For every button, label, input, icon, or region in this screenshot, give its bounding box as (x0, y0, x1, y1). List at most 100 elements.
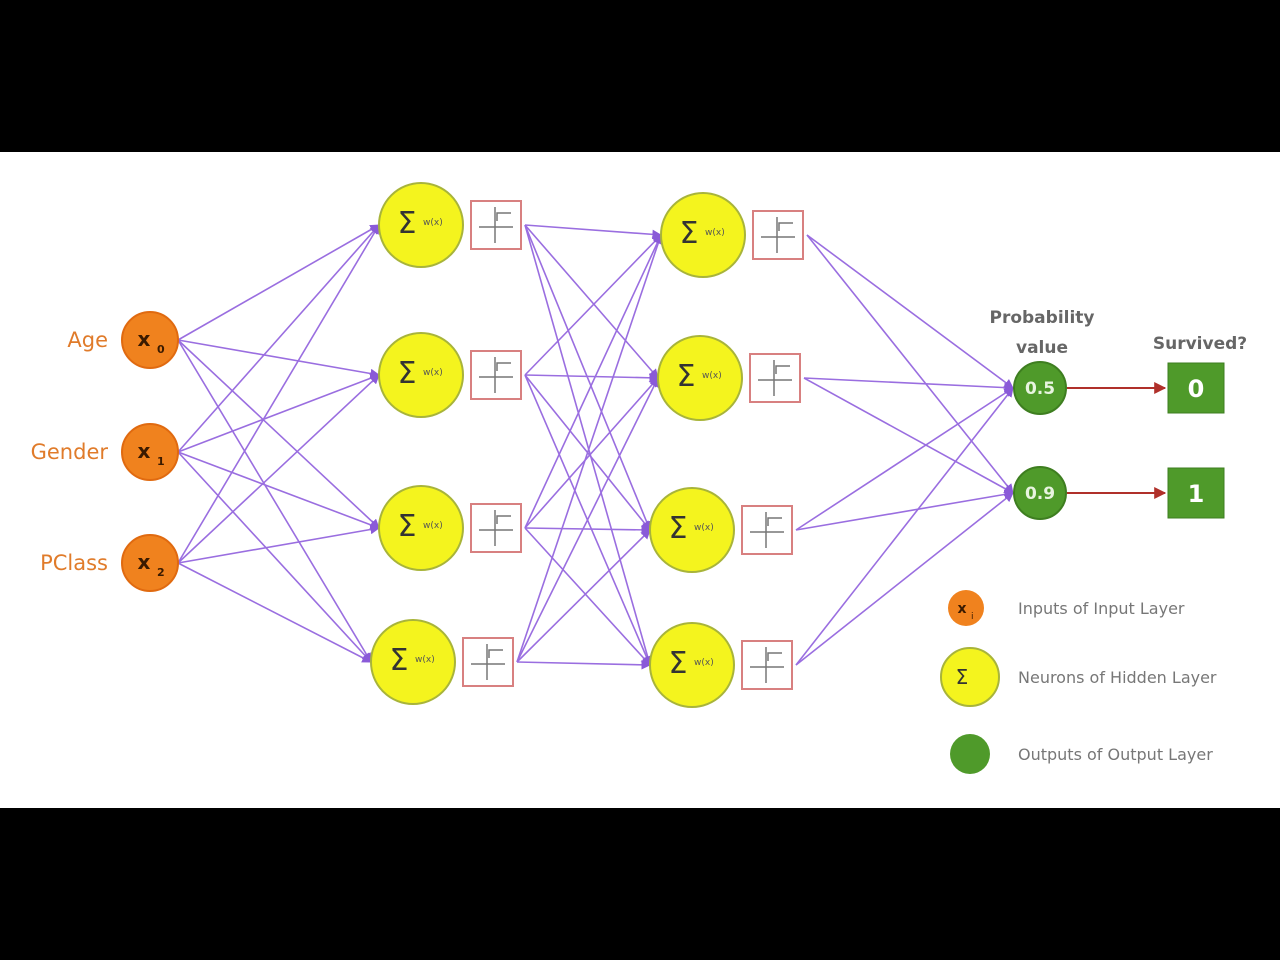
activation-box (470, 503, 522, 553)
neuron-function: w(x) (423, 218, 443, 228)
sigma-symbol: Σ (390, 643, 409, 678)
sigma-symbol: Σ (398, 206, 417, 241)
activation-box (741, 640, 793, 690)
step-function-icon (775, 365, 790, 374)
probability-value: 0.9 (1025, 484, 1055, 504)
activation-box (470, 350, 522, 400)
neuron-function: w(x) (694, 658, 714, 668)
probability-value: 0.5 (1025, 379, 1055, 399)
connection-edge (177, 524, 380, 564)
connection-edge (177, 374, 380, 564)
legend-input-symbol: x (957, 601, 966, 617)
connection-edge (524, 224, 662, 240)
connection-edge (524, 224, 659, 379)
survived-header: Survived? (1153, 334, 1247, 354)
connection-edge (177, 224, 380, 341)
legend-label: Outputs of Output Layer (1018, 745, 1213, 764)
output-node (1013, 466, 1067, 520)
input-symbol: x (138, 550, 151, 574)
connection-edge (795, 387, 1014, 666)
input-label-gender: Gender (31, 440, 109, 464)
legend-label: Neurons of Hidden Layer (1018, 668, 1217, 687)
step-function-icon (496, 362, 511, 371)
legend-input-sub: i (971, 612, 974, 622)
input-symbol: x (138, 327, 151, 351)
hidden-neuron (657, 335, 743, 421)
neuron-function: w(x) (702, 371, 722, 381)
input-label-pclass: PClass (40, 551, 108, 575)
legend-output-icon (950, 734, 990, 774)
sigma-symbol: Σ (669, 646, 688, 681)
connection-edge (516, 234, 663, 663)
sigma-symbol: Σ (398, 356, 417, 391)
connection-edge (516, 660, 651, 670)
input-subscript: 1 (157, 455, 165, 468)
hidden-neuron (649, 622, 735, 708)
connection-edge (795, 387, 1014, 531)
step-function-icon (767, 517, 782, 526)
activation-box (752, 210, 804, 260)
activation-box (749, 353, 801, 403)
survived-box (1167, 467, 1225, 519)
connection-edge (806, 234, 1014, 494)
connection-edge (524, 224, 653, 666)
sigma-symbol: Σ (680, 216, 699, 251)
connection-edge (177, 562, 372, 663)
hidden-neuron (649, 487, 735, 573)
hidden-neuron (378, 182, 464, 268)
survived-value: 1 (1188, 480, 1205, 508)
connection-edge (524, 527, 651, 666)
step-function-icon (496, 212, 511, 221)
input-label-age: Age (67, 328, 108, 352)
connection-edge (524, 373, 659, 383)
input-node (121, 311, 179, 369)
connection-edge (177, 224, 380, 453)
neuron-function: w(x) (705, 228, 725, 238)
survived-box (1167, 362, 1225, 414)
connection-edge (795, 492, 1014, 666)
connection-edge (806, 234, 1014, 389)
connection-edge (524, 234, 662, 529)
input-node (121, 534, 179, 592)
connection-edge (795, 489, 1014, 531)
connection-edge (803, 377, 1014, 393)
neuron-function: w(x) (694, 523, 714, 533)
connection-edge (524, 525, 651, 535)
output-node (1013, 361, 1067, 415)
diagram-panel (0, 152, 1280, 808)
neuron-function: w(x) (423, 521, 443, 531)
connection-edge (524, 224, 652, 531)
hidden-neuron (378, 332, 464, 418)
connection-edge (177, 451, 380, 530)
step-function-icon (496, 515, 511, 524)
connection-edge (177, 339, 380, 529)
connection-edge (177, 339, 380, 379)
connection-edge (524, 377, 659, 529)
survived-value: 0 (1188, 375, 1205, 403)
legend-neuron-icon (940, 647, 1000, 707)
input-symbol: x (138, 439, 151, 463)
activation-box (741, 505, 793, 555)
sigma-symbol: Σ (398, 509, 417, 544)
hidden-neuron (370, 619, 456, 705)
sigma-symbol: Σ (669, 511, 688, 546)
sigma-symbol: Σ (677, 359, 696, 394)
connection-edge (516, 377, 659, 663)
step-function-icon (767, 652, 782, 661)
legend-sigma: Σ (956, 665, 969, 689)
input-subscript: 2 (157, 566, 165, 579)
input-subscript: 0 (157, 343, 165, 356)
connection-edge (177, 373, 380, 453)
probability-header: Probability (989, 308, 1094, 328)
connection-edge (803, 377, 1014, 494)
legend-label: Inputs of Input Layer (1018, 599, 1185, 618)
hidden-neuron (660, 192, 746, 278)
step-function-icon (778, 222, 793, 231)
legend-input-icon (948, 590, 984, 626)
step-function-icon (488, 649, 503, 658)
hidden-neuron (378, 485, 464, 571)
connection-edge (177, 451, 372, 663)
connection-edge (516, 529, 651, 663)
input-node (121, 423, 179, 481)
